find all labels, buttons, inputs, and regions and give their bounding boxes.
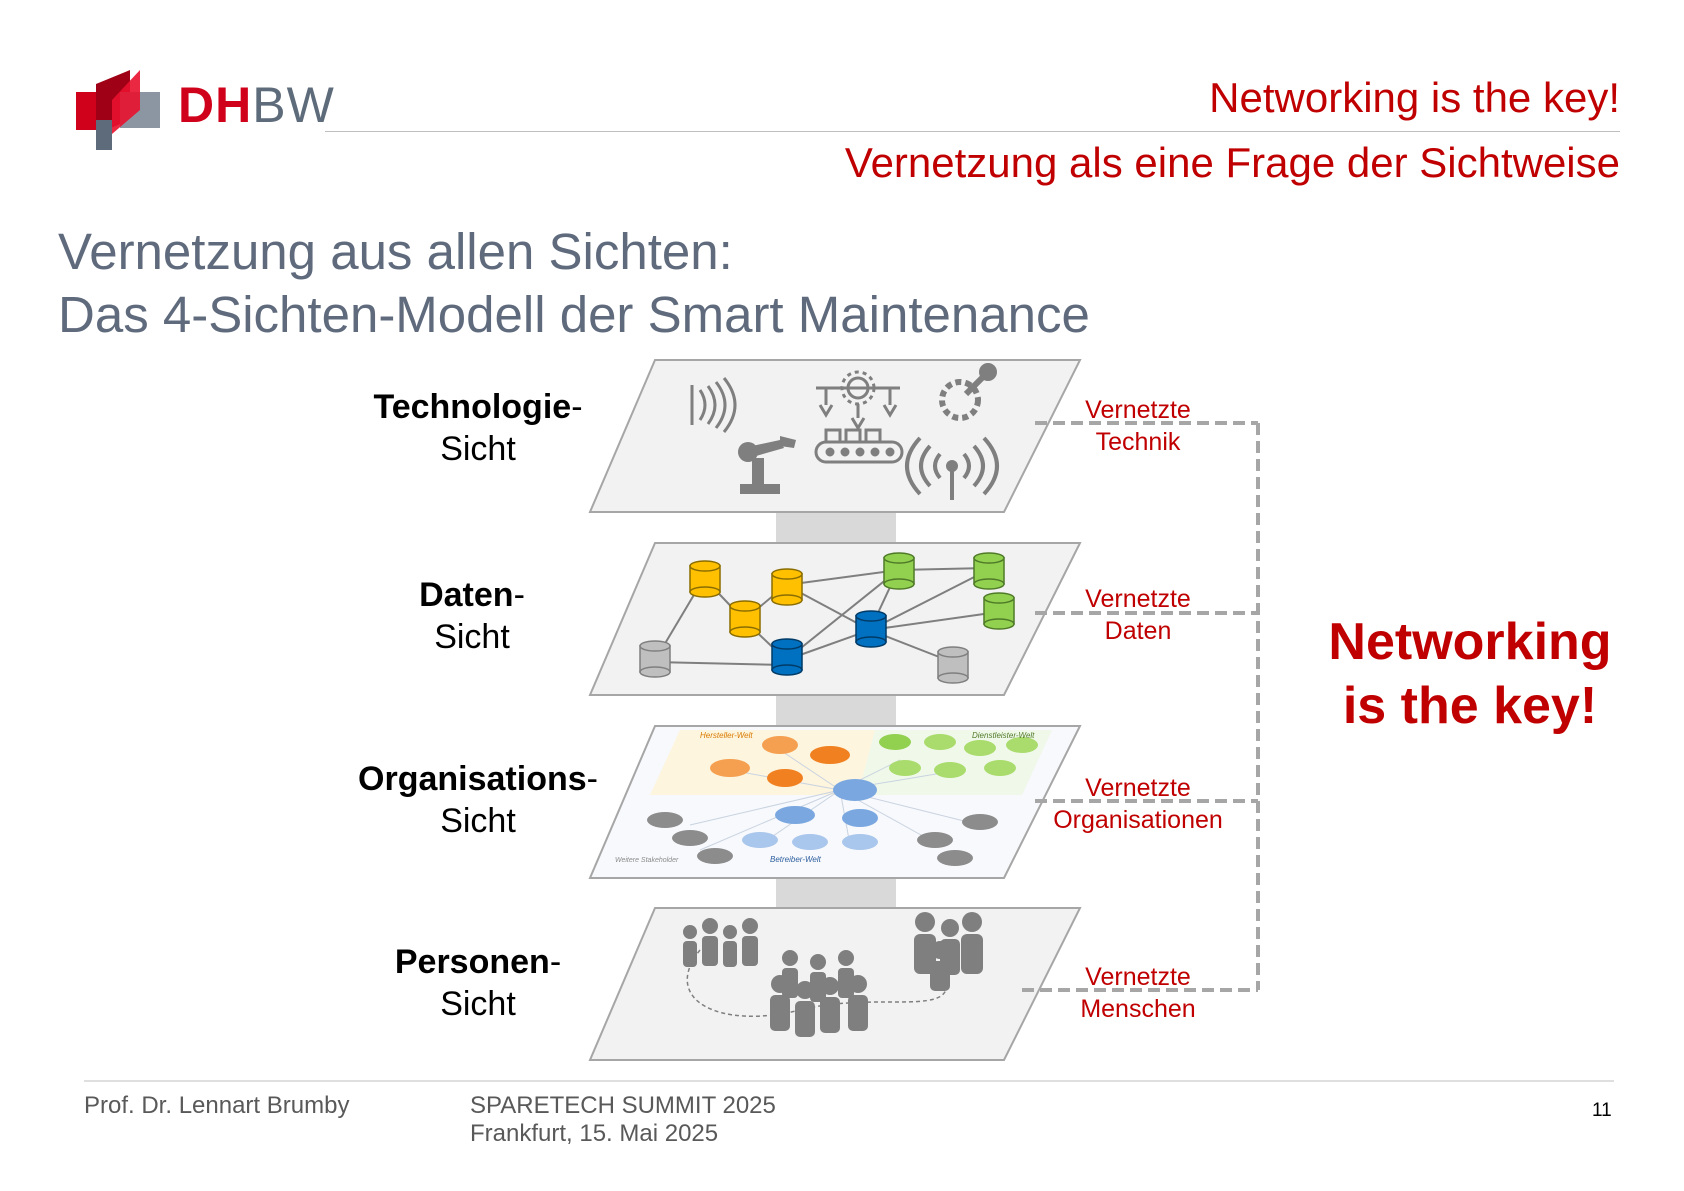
factory-gripper-icon (814, 370, 904, 464)
key-message-line2: is the key! (1342, 677, 1598, 735)
slide-title-line2: Das 4-Sichten-Modell der Smart Maintenan… (58, 286, 1090, 343)
layer-label-dash: - (586, 760, 598, 798)
connector-label-line1: Vernetzte (1085, 585, 1191, 613)
header-divider (325, 131, 1620, 132)
org-world-bottom-left: Weitere Stakeholder (615, 857, 679, 864)
org-world-top-right: Dienstleister-Welt (972, 731, 1035, 740)
database-icons (639, 552, 1015, 684)
footer-place-date: Frankfurt, 15. Mai 2025 (470, 1120, 719, 1147)
logo-part-bw: BW (252, 77, 335, 133)
connector-label-technik: Vernetzte Technik (1028, 394, 1248, 458)
footer-event-name: SPARETECH SUMMIT 2025 (470, 1092, 776, 1119)
connector-label-organisationen: Vernetzte Organisationen (1028, 772, 1248, 836)
footer-author: Prof. Dr. Lennart Brumby (84, 1092, 350, 1119)
connector-label-daten: Vernetzte Daten (1028, 583, 1248, 647)
robot-arm-icon (738, 436, 796, 494)
connector-label-menschen: Vernetzte Menschen (1028, 961, 1248, 1025)
technology-layer (588, 359, 1082, 513)
dhbw-logo-mark (76, 70, 160, 150)
connector-label-line2: Menschen (1080, 995, 1196, 1023)
layer-label-second: Sicht (440, 802, 516, 840)
gear-wrench-icon (939, 363, 997, 421)
connector-label-line1: Vernetzte (1085, 963, 1191, 991)
layer-label-bold: Daten (419, 576, 514, 614)
key-message-line1: Networking (1328, 613, 1612, 671)
people-group-icon-3 (914, 912, 983, 991)
connector-label-line1: Vernetzte (1085, 396, 1191, 424)
layer-label-dash: - (513, 576, 525, 614)
connector-label-line2: Daten (1104, 617, 1172, 645)
layer-label-bold: Personen (394, 943, 550, 981)
layer-label-second: Sicht (434, 618, 510, 656)
layer-label-second: Sicht (440, 430, 516, 468)
org-world-top-left: Hersteller-Welt (700, 731, 753, 740)
antenna-icon (905, 436, 999, 500)
connector-label-line1: Vernetzte (1085, 774, 1191, 802)
layer-label-organisation: Organisations- Sicht (338, 758, 618, 842)
layer-label-dash: - (549, 943, 562, 981)
org-nodes (647, 734, 1038, 866)
layer-label-dash: - (571, 388, 583, 426)
layer-label-bold: Organisations (358, 760, 587, 798)
header-tagline: Networking is the key! (1209, 74, 1620, 121)
slide-title-line1: Vernetzung aus allen Sichten: (58, 223, 733, 280)
sensor-icon (690, 377, 737, 433)
layer-label-second: Sicht (440, 985, 516, 1023)
layer-label-daten: Daten- Sicht (332, 574, 612, 658)
people-group-icon-1 (683, 918, 758, 967)
dhbw-logo: DHBW (178, 80, 335, 130)
footer-event: SPARETECH SUMMIT 2025 Frankfurt, 15. Mai… (470, 1092, 776, 1148)
connector-lines (1022, 421, 1260, 992)
layer-label-technologie: Technologie- Sicht (338, 386, 618, 470)
connector-label-line2: Technik (1095, 428, 1181, 456)
logo-part-dh: DH (178, 77, 253, 133)
connector-label-line2: Organisationen (1053, 806, 1223, 834)
data-layer (588, 542, 1082, 696)
organisation-layer (588, 725, 1082, 879)
slide-title: Vernetzung aus allen Sichten: Das 4-Sich… (58, 220, 1090, 346)
layer-label-personen: Personen- Sicht (338, 941, 618, 1025)
persons-layer (588, 907, 1082, 1061)
header-subtitle: Vernetzung als eine Frage der Sichtweise (844, 139, 1620, 186)
page-number: 11 (1592, 1100, 1612, 1121)
layer-label-bold: Technologie (373, 388, 572, 426)
key-message: Networking is the key! (1310, 610, 1630, 738)
org-world-bottom: Betreiber-Welt (770, 855, 822, 864)
people-group-icon-2 (770, 950, 868, 1037)
